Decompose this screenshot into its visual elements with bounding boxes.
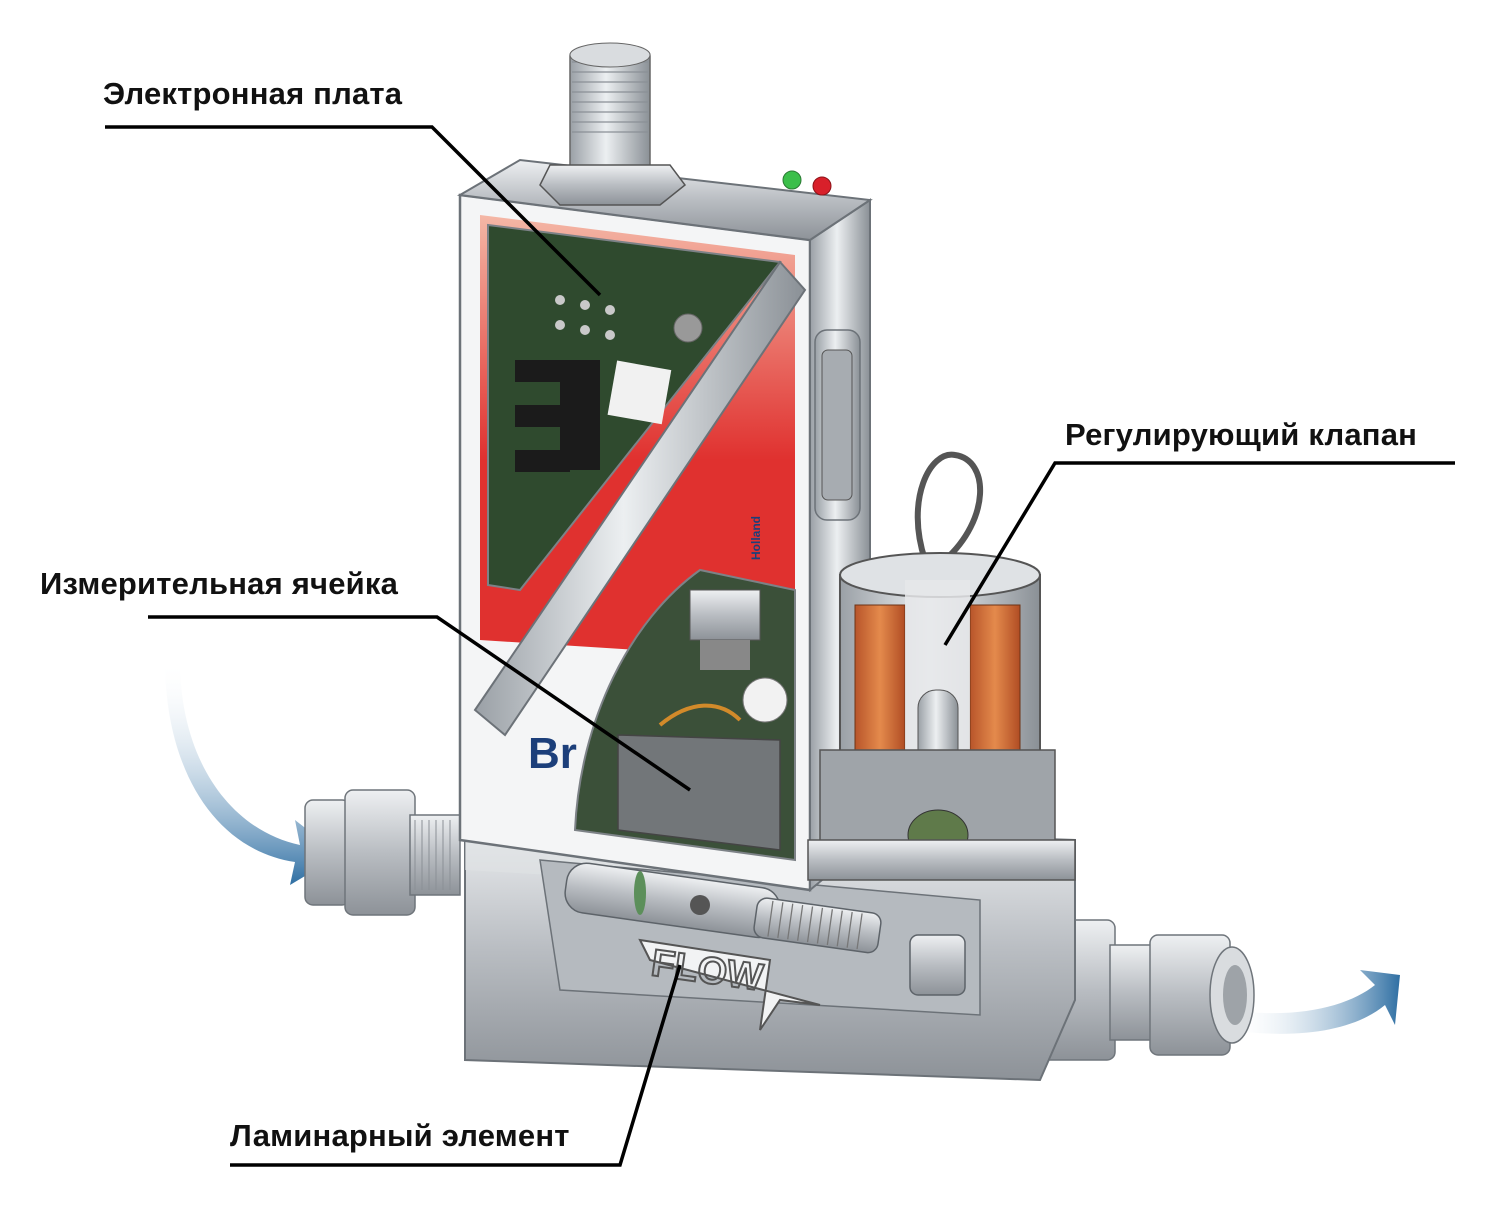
brand-text: Br [528, 729, 577, 778]
holland-text: Holland [749, 516, 763, 560]
control-valve [807, 451, 1076, 881]
leader-measuring-cell [148, 615, 691, 792]
leader-control-valve [943, 461, 1455, 646]
red-led-icon [812, 176, 832, 196]
outlet-flow-arrow [1230, 970, 1400, 1034]
leader-laminar-element [230, 964, 682, 1167]
green-led-icon [782, 170, 802, 190]
laminar-element [564, 862, 966, 996]
label-control-valve: Регулирующий клапан [1065, 417, 1418, 452]
measuring-cell-block [617, 734, 781, 851]
outlet-fitting [1039, 919, 1255, 1061]
main-housing: Br Holland [456, 158, 873, 893]
label-electronics-board: Электронная плата [103, 76, 403, 111]
inlet-fitting [304, 789, 461, 916]
top-connector [539, 42, 687, 206]
leader-lines [105, 125, 1455, 1167]
label-measuring-cell: Измерительная ячейка [40, 566, 399, 601]
leader-electronics-board [105, 125, 602, 297]
label-laminar-element: Ламинарный элемент [230, 1118, 570, 1153]
